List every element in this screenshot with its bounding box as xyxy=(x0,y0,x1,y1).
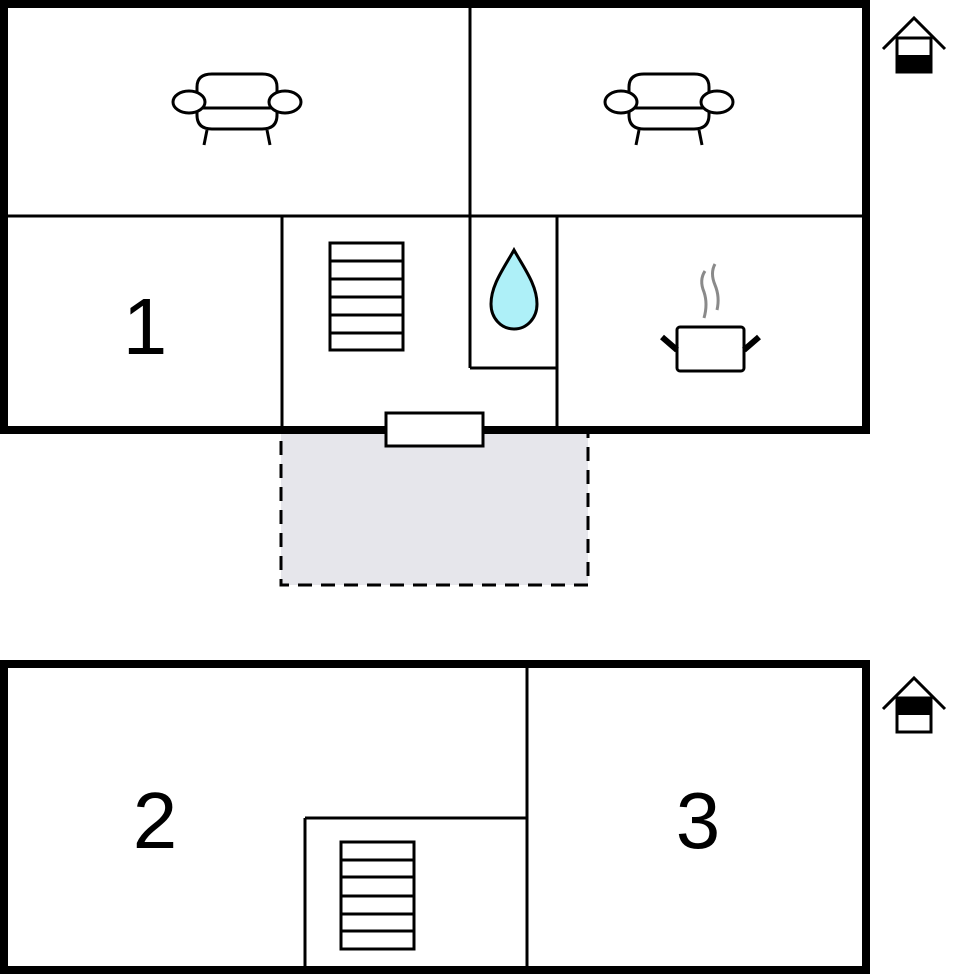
ground-floor: 1 xyxy=(0,0,870,587)
house-lower-level-icon xyxy=(881,15,947,74)
upper-floor-outline xyxy=(0,660,870,974)
stairs-icon xyxy=(328,241,405,352)
terrace xyxy=(279,430,590,587)
stairs-icon xyxy=(339,840,416,951)
upper-floor: 2 3 xyxy=(0,660,870,974)
cooking-pot-icon xyxy=(660,263,761,373)
armchair-icon xyxy=(171,72,303,146)
terrace-door xyxy=(384,411,485,448)
room-number-1: 1 xyxy=(123,282,168,371)
water-drop-icon xyxy=(489,246,539,331)
house-upper-level-icon xyxy=(881,675,947,734)
room-number-3: 3 xyxy=(676,776,721,865)
room-number-2: 2 xyxy=(133,776,178,865)
armchair-icon xyxy=(603,72,735,146)
